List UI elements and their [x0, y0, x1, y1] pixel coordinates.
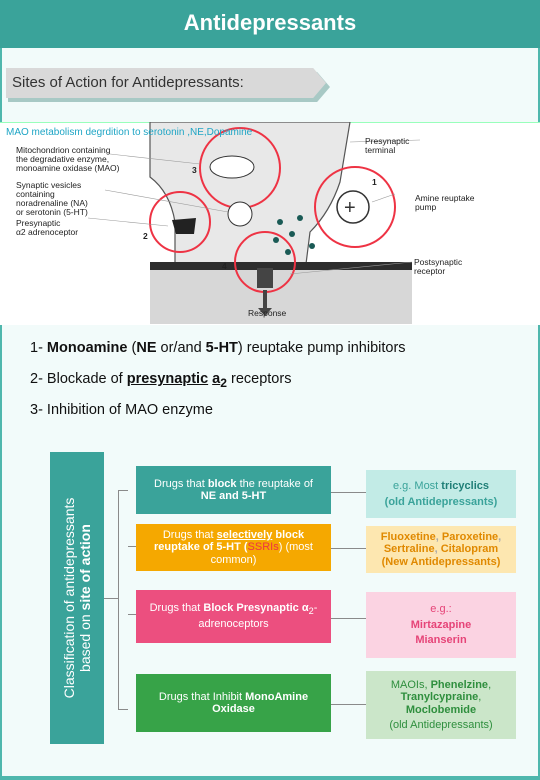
svg-text:+: + — [344, 197, 356, 219]
point-1: 1- Monoamine (NE or/and 5-HT) reuptake p… — [30, 340, 406, 356]
point-3: 3- Inhibition of MAO enzyme — [30, 402, 213, 418]
synapse-diagram: + — [87, 122, 421, 324]
connector-4 — [331, 704, 366, 705]
page-title: Antidepressants — [0, 0, 540, 48]
reuptake-pump-label: Amine reuptake pump — [415, 193, 475, 212]
site-number-2: 2 — [143, 231, 148, 241]
classification-tab — [50, 452, 104, 744]
connector-1 — [331, 492, 366, 493]
example-ssris: Fluoxetine, Paroxetine, Sertraline, Cita… — [366, 526, 516, 573]
drug-class-ssri: Drugs that selectively block reuptake of… — [136, 524, 331, 571]
postsynaptic-membrane — [150, 262, 412, 324]
point-2: 2- Blockade of presynaptic a2 receptors — [30, 371, 292, 390]
bracket-connector — [104, 598, 118, 599]
drug-class-presynaptic: Drugs that Block Presynaptic α2-adrenoce… — [136, 590, 331, 643]
postsynaptic-receptor-label: Postsynaptic receptor — [414, 257, 463, 276]
classification-bracket — [118, 490, 128, 710]
response-label: Response — [248, 308, 287, 318]
postsynaptic-receptor-shape — [257, 268, 273, 288]
site-number-4: 4 — [222, 261, 227, 271]
mitochondrion-shape — [209, 155, 255, 179]
drug-class-reuptake: Drugs that block the reuptake of NE and … — [136, 466, 331, 514]
connector-2 — [331, 548, 366, 549]
a2-receptor-shape — [172, 218, 196, 234]
example-tricyclics: e.g. Most tricyclics (old Antidepressant… — [366, 470, 516, 518]
pump-circle — [314, 166, 396, 248]
connector-3 — [331, 618, 366, 619]
vesicle-shape — [227, 201, 253, 227]
example-presynaptic: e.g.: Mirtazapine Mianserin — [366, 592, 516, 658]
mitochondrion-label: Mitochondrion containing the degradative… — [16, 145, 120, 173]
drug-class-maoi: Drugs that Inhibit MonoAmine Oxidase — [136, 674, 331, 732]
a2-circle — [149, 191, 211, 253]
site-number-3: 3 — [192, 165, 197, 175]
subheading: Sites of Action for Antidepressants: — [6, 68, 326, 98]
presynaptic-a2-label: Presynaptic α2 adrenoceptor — [16, 218, 79, 237]
example-maois: MAOIs, Phenelzine, Tranylcypraine, Moclo… — [366, 671, 516, 739]
figure-caption: MAO metabolism degrdition to serotonin ,… — [6, 127, 253, 138]
site-number-1: 1 — [372, 177, 377, 187]
presynaptic-terminal-label: Presynaptic terminal — [365, 136, 410, 155]
vesicles-label: Synaptic vesicles containing noradrenali… — [16, 180, 88, 217]
classification-label: Classification of antidepressants based … — [61, 497, 93, 699]
